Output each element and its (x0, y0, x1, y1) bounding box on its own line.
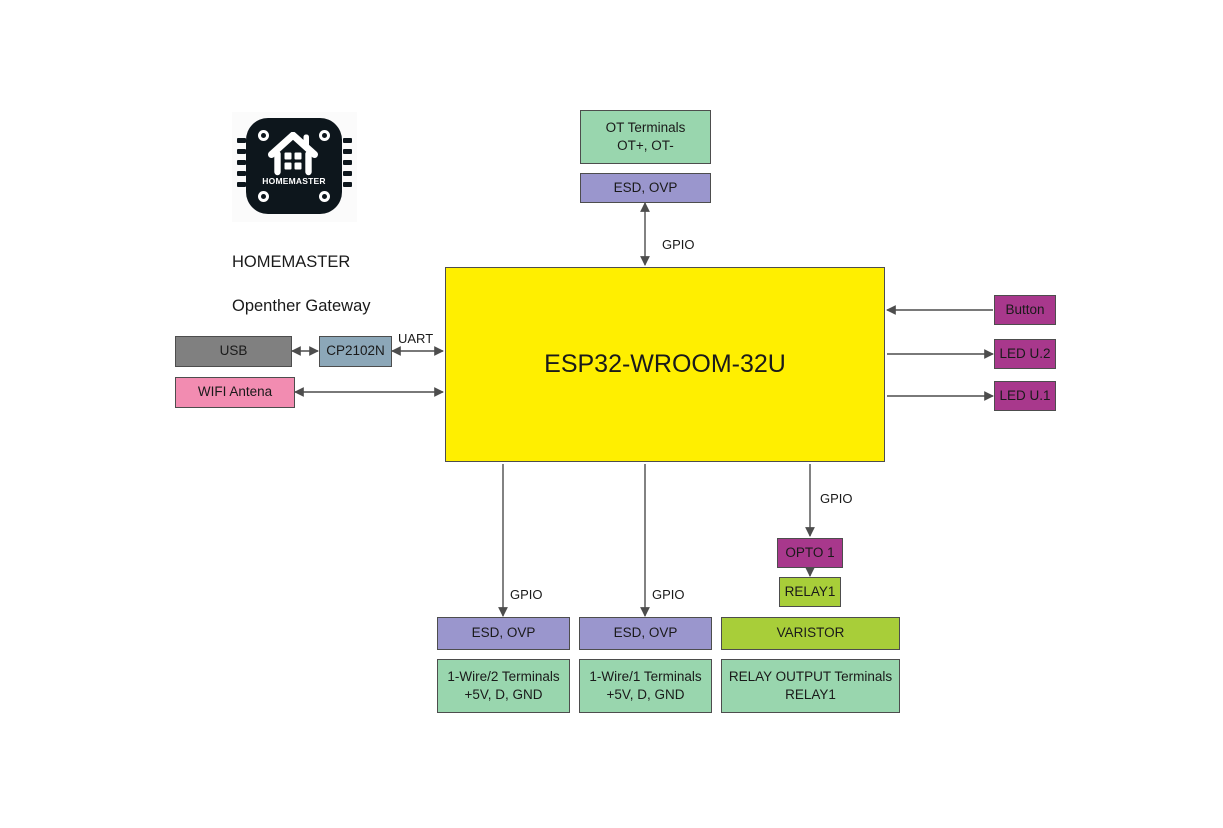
node-led-u1[interactable]: LED U.1 (994, 381, 1056, 411)
relay-out-line2: RELAY1 (785, 687, 836, 702)
onewire1-line2: +5V, D, GND (606, 687, 685, 702)
node-onewire2-esd-ovp[interactable]: ESD, OVP (437, 617, 570, 650)
product-logo-block: HOMEMASTER HOMEMASTER Openther Gateway (232, 112, 482, 318)
led-u1-label: LED U.1 (999, 387, 1051, 403)
varistor-label: VARISTOR (776, 625, 845, 641)
homemaster-logo-icon: HOMEMASTER (232, 112, 357, 222)
ot-terminals-line2: OT+, OT- (617, 138, 674, 153)
node-esp32-wroom-32u[interactable]: ESP32-WROOM-32U (445, 267, 885, 462)
usb-label: USB (219, 343, 248, 359)
onewire1-line1: 1-Wire/1 Terminals (589, 668, 702, 684)
onewire2-esd-label: ESD, OVP (471, 625, 536, 641)
button-label: Button (1005, 301, 1045, 317)
node-onewire1-terminals[interactable]: 1-Wire/1 Terminals +5V, D, GND (579, 659, 712, 713)
node-opto-1[interactable]: OPTO 1 (777, 538, 843, 568)
ot-terminals-line1: OT Terminals (605, 119, 686, 135)
node-button[interactable]: Button (994, 295, 1056, 325)
edge-label-onewire2-gpio: GPIO (510, 587, 543, 602)
product-name-line1: HOMEMASTER (232, 252, 351, 271)
relay-out-line1: RELAY OUTPUT Terminals (728, 668, 893, 684)
node-onewire2-terminals[interactable]: 1-Wire/2 Terminals +5V, D, GND (437, 659, 570, 713)
logo-wordmark: HOMEMASTER (262, 176, 326, 186)
node-wifi-antenna[interactable]: WIFI Antena (175, 377, 295, 408)
node-usb[interactable]: USB (175, 336, 292, 367)
onewire2-line1: 1-Wire/2 Terminals (447, 668, 560, 684)
wifi-antenna-label: WIFI Antena (197, 384, 273, 400)
node-led-u2[interactable]: LED U.2 (994, 339, 1056, 369)
node-varistor[interactable]: VARISTOR (721, 617, 900, 650)
product-name-caption: HOMEMASTER Openther Gateway (232, 230, 482, 318)
led-u2-label: LED U.2 (999, 345, 1051, 361)
ot-esd-label: ESD, OVP (613, 179, 678, 195)
node-onewire1-esd-ovp[interactable]: ESD, OVP (579, 617, 712, 650)
node-relay1[interactable]: RELAY1 (779, 577, 841, 607)
node-ot-terminals[interactable]: OT Terminals OT+, OT- (580, 110, 711, 164)
product-name-line2: Openther Gateway (232, 296, 371, 315)
onewire1-esd-label: ESD, OVP (613, 625, 678, 641)
node-cp2102n[interactable]: CP2102N (319, 336, 392, 367)
onewire2-line2: +5V, D, GND (464, 687, 543, 702)
cp2102n-label: CP2102N (326, 343, 385, 359)
edge-label-uart: UART (398, 331, 434, 346)
edge-label-relay-gpio: GPIO (820, 491, 853, 506)
house-icon (268, 132, 318, 176)
chip-body: HOMEMASTER (246, 118, 342, 214)
node-ot-esd-ovp[interactable]: ESD, OVP (580, 173, 711, 203)
mcu-label: ESP32-WROOM-32U (544, 349, 786, 378)
node-relay-output-terminals[interactable]: RELAY OUTPUT Terminals RELAY1 (721, 659, 900, 713)
edge-label-onewire1-gpio: GPIO (652, 587, 685, 602)
relay1-label: RELAY1 (784, 583, 836, 599)
opto1-label: OPTO 1 (785, 544, 835, 560)
edge-label-ot-gpio: GPIO (662, 237, 695, 252)
